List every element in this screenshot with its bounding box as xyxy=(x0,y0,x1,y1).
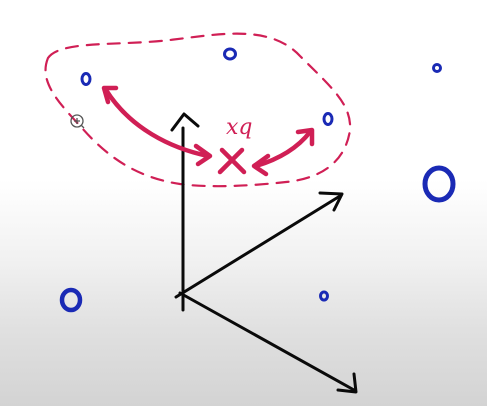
query-marks xyxy=(101,85,315,177)
diagonal-down-axis xyxy=(178,291,356,392)
data-point xyxy=(319,290,329,302)
neighborhood-dashed-boundary xyxy=(44,32,352,188)
distance-arrow-left xyxy=(103,87,211,159)
distance-arrow-right-head-end xyxy=(295,127,315,147)
zoom-in-cursor-icon[interactable] xyxy=(70,114,85,129)
data-point xyxy=(223,47,237,61)
data-point xyxy=(432,63,442,73)
x-mark-icon xyxy=(217,147,247,175)
distance-arrow-right-head-start xyxy=(251,153,271,177)
distance-arrow-left-head-end xyxy=(193,143,213,167)
diagonal-down-axis-arrowhead xyxy=(336,372,358,394)
data-points xyxy=(59,47,456,313)
coordinate-axes xyxy=(170,112,358,394)
query-point-label: xq xyxy=(226,115,253,140)
diagonal-up-axis xyxy=(174,194,342,299)
distance-arrow-left-head-start xyxy=(101,85,119,105)
data-point xyxy=(422,165,456,203)
data-point xyxy=(59,287,83,313)
data-point xyxy=(80,72,92,86)
vertical-axis-arrowhead xyxy=(170,112,200,132)
data-point xyxy=(322,112,334,126)
diagonal-up-axis-arrowhead xyxy=(318,191,344,212)
distance-arrow-right xyxy=(253,129,313,169)
